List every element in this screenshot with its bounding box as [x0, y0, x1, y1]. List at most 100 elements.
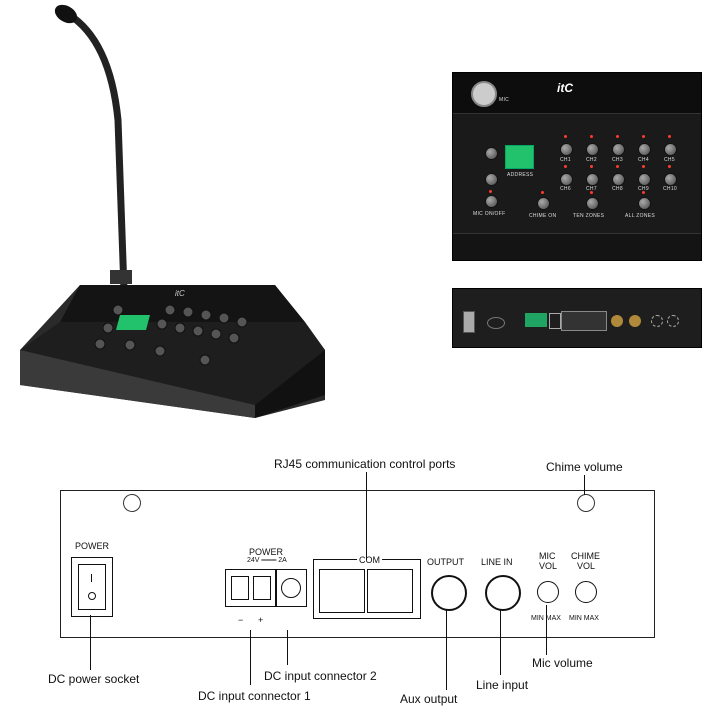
power-switch-label: POWER: [75, 541, 110, 551]
line-in-jack-icon: [629, 315, 641, 327]
ten-zones-button[interactable]: [586, 197, 599, 210]
callout-mic-volume: Mic volume: [532, 656, 593, 670]
rj45-port-1[interactable]: [319, 569, 365, 613]
ch4-label: CH4: [638, 157, 649, 163]
ch6-label: CH6: [560, 186, 571, 192]
led-indicator: [616, 165, 619, 168]
mic-vol-label-1: MIC: [539, 551, 556, 561]
chime-vol-knob-icon: [667, 315, 679, 327]
callout-dc-input-1: DC input connector 1: [198, 689, 311, 703]
led-indicator: [564, 135, 567, 138]
dc-input-connector-1[interactable]: [225, 569, 277, 607]
chime-range-label: MIN MAX: [569, 615, 599, 622]
callout-rj45: RJ45 communication control ports: [274, 457, 456, 471]
led-indicator: [541, 191, 544, 194]
callout-aux-output: Aux output: [400, 692, 458, 706]
ch5-button[interactable]: [664, 143, 677, 156]
mic-label: MIC: [499, 97, 510, 103]
ch7-button[interactable]: [586, 173, 599, 186]
callout-dc-input-2: DC input connector 2: [264, 669, 377, 683]
mic-volume-knob[interactable]: [537, 581, 559, 603]
ch1-button[interactable]: [560, 143, 573, 156]
led-indicator: [590, 165, 593, 168]
led-indicator: [642, 165, 645, 168]
led-indicator: [668, 165, 671, 168]
aux-output-jack[interactable]: [431, 575, 467, 611]
top-panel-view: MIC itC ADDRESS MIC ON/OFF CHIME ON CH1 …: [452, 72, 702, 261]
line-in-label: LINE IN: [481, 557, 513, 567]
mic-onoff-label: MIC ON/OFF: [473, 211, 506, 217]
leader-line: [446, 610, 447, 690]
ch8-label: CH8: [612, 186, 623, 192]
top-panel-header: MIC itC: [453, 73, 701, 114]
console-photo: itC: [20, 4, 325, 418]
led-indicator: [590, 191, 593, 194]
terminal-block-icon: [525, 313, 547, 327]
ch4-button[interactable]: [638, 143, 651, 156]
ch2-button[interactable]: [586, 143, 599, 156]
ch8-button[interactable]: [612, 173, 625, 186]
chime-volume-knob[interactable]: [575, 581, 597, 603]
all-zones-button[interactable]: [638, 197, 651, 210]
callout-dc-power-socket: DC power socket: [48, 672, 140, 686]
led-indicator: [564, 165, 567, 168]
output-jack-icon: [611, 315, 623, 327]
power-input-label: POWER: [249, 547, 284, 557]
led-indicator: [642, 135, 645, 138]
ch6-button[interactable]: [560, 173, 573, 186]
rear-panel-photo: [452, 288, 702, 348]
leader-line: [500, 610, 501, 675]
ch9-label: CH9: [638, 186, 649, 192]
dc-input-connector-2[interactable]: [275, 569, 307, 607]
led-indicator: [668, 135, 671, 138]
led-indicator: [590, 135, 593, 138]
led-indicator: [616, 135, 619, 138]
mic-range-label: MIN MAX: [531, 615, 561, 622]
leader-line: [584, 475, 585, 495]
output-label: OUTPUT: [427, 557, 464, 567]
screw-icon: [123, 494, 141, 512]
all-zones-label: ALL ZONES: [625, 213, 656, 219]
ch10-button[interactable]: [664, 173, 677, 186]
minus-label: −: [238, 615, 244, 625]
mic-vol-label-2: VOL: [539, 561, 558, 571]
leader-line: [90, 615, 91, 670]
chime-vol-label-1: CHIME: [571, 551, 600, 561]
led-indicator: [489, 190, 492, 193]
rj45-port-2[interactable]: [367, 569, 413, 613]
com-label: COM: [357, 555, 382, 565]
leader-line: [366, 472, 367, 560]
power-switch[interactable]: [71, 557, 113, 617]
chime-on-button[interactable]: [537, 197, 550, 210]
xlr-socket-icon: [471, 81, 497, 107]
ch3-button[interactable]: [612, 143, 625, 156]
svg-text:itC: itC: [175, 289, 185, 298]
chime-vol-trim-icon: [577, 494, 595, 512]
rear-panel-diagram: POWER POWER 24V ═══ 2A − + COM OUTPUT LI…: [60, 490, 655, 638]
callout-line-input: Line input: [476, 678, 529, 692]
line-input-jack[interactable]: [485, 575, 521, 611]
ch1-label: CH1: [560, 157, 571, 163]
mic-vol-knob-icon: [651, 315, 663, 327]
leader-line: [546, 605, 547, 655]
mic-onoff-button[interactable]: [485, 195, 498, 208]
address-label: ADDRESS: [507, 172, 534, 178]
ch7-label: CH7: [586, 186, 597, 192]
ch3-label: CH3: [612, 157, 623, 163]
callout-chime-volume: Chime volume: [546, 460, 623, 474]
up-button[interactable]: [485, 147, 498, 160]
power-rating: 24V ═══ 2A: [247, 557, 287, 564]
ch2-label: CH2: [586, 157, 597, 163]
ten-zones-label: TEN ZONES: [573, 213, 605, 219]
screw-hole-icon: [487, 317, 505, 329]
leader-line: [287, 630, 288, 665]
top-panel-footer: [453, 233, 701, 260]
plus-label: +: [258, 615, 264, 625]
leader-line: [250, 630, 251, 685]
ch9-button[interactable]: [638, 173, 651, 186]
ch10-label: CH10: [663, 186, 677, 192]
down-button[interactable]: [485, 173, 498, 186]
chime-on-label: CHIME ON: [529, 213, 557, 219]
rj45-ports-icon: [561, 311, 607, 331]
brand-logo: itC: [557, 81, 573, 95]
